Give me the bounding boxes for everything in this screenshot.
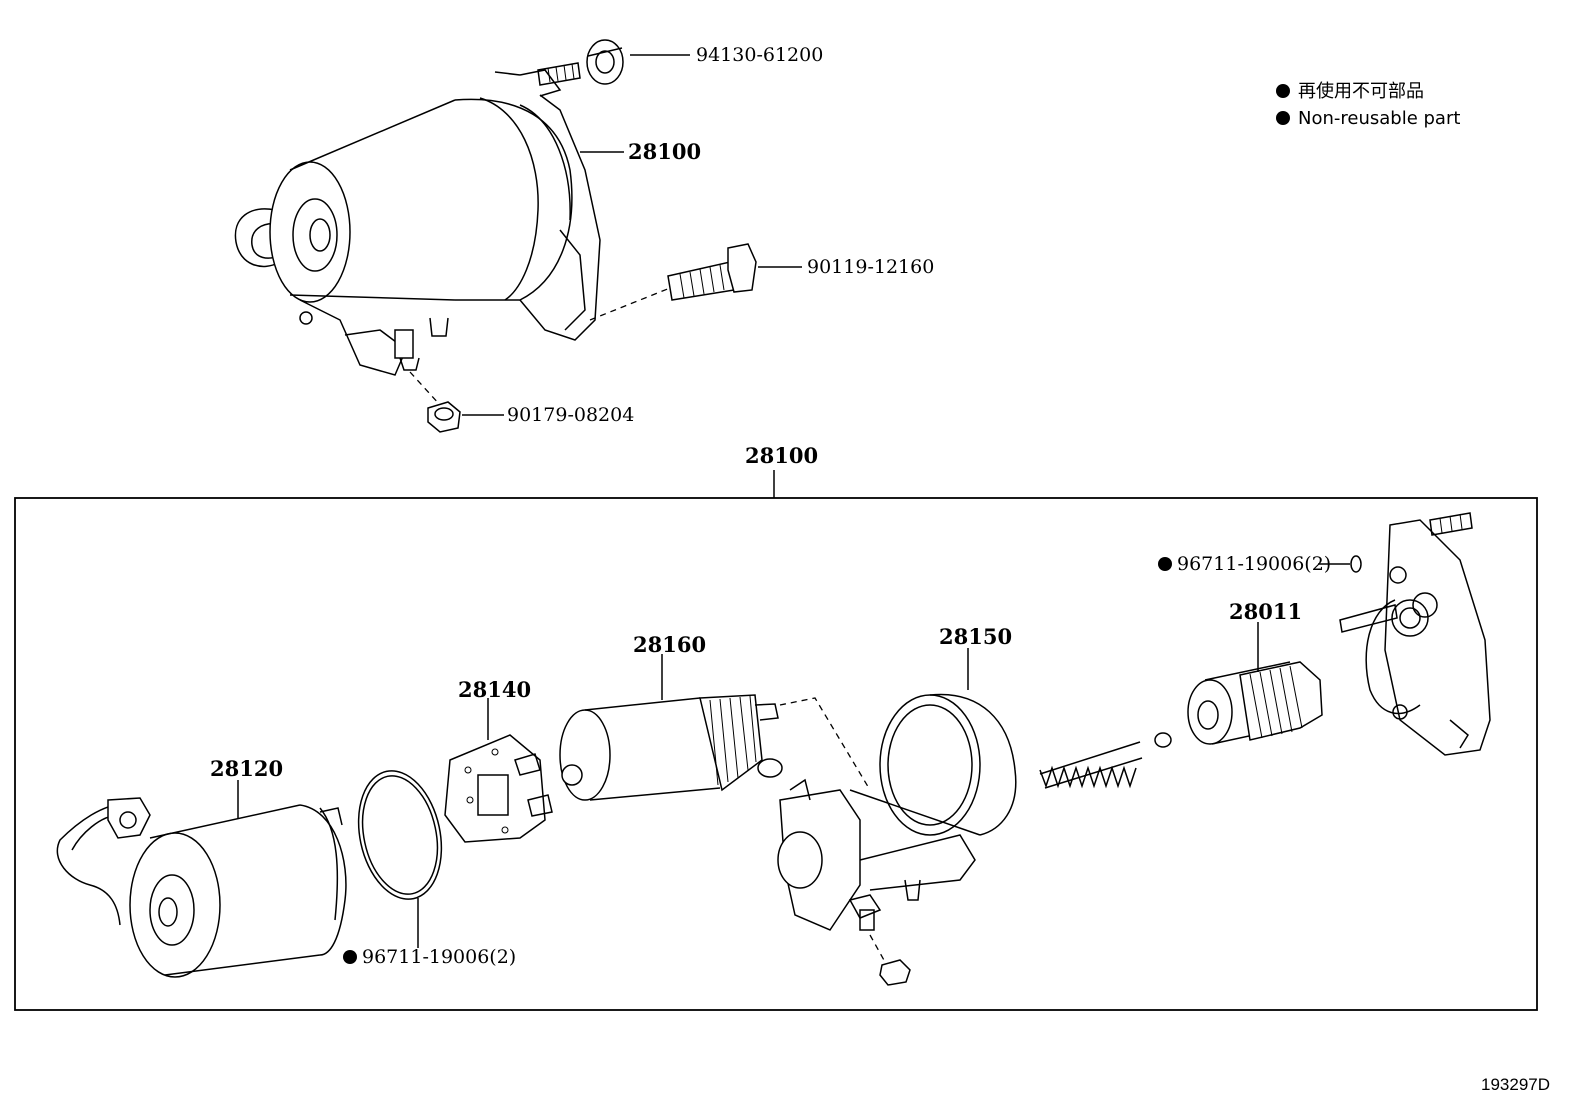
- callout-28160: 28160: [633, 632, 706, 657]
- callout-96711-19006-left: 96711-19006(2): [362, 946, 516, 968]
- clutch-drawing: [1187, 661, 1323, 745]
- group-label-28100: 28100: [745, 443, 818, 468]
- spring-drawing: [1039, 741, 1143, 789]
- non-reusable-bullet-icon: [1158, 557, 1172, 571]
- yoke-drawing: [56, 797, 347, 978]
- exploded-view-frame: [14, 497, 1538, 1011]
- magnet-switch-drawing: [757, 693, 1017, 931]
- armature-drawing: [559, 694, 779, 801]
- terminal-nut-drawing: [427, 401, 461, 433]
- top-callouts: 94130-61200 28100 90119-12160 90179-0820…: [462, 44, 934, 426]
- callout-94130-61200: 94130-61200: [696, 44, 823, 66]
- bolt-drawing: [667, 243, 757, 301]
- legend: 再使用不可部品 Non-reusable part: [1276, 81, 1460, 129]
- o-ring-drawing: [357, 770, 443, 900]
- callout-28150: 28150: [939, 624, 1012, 649]
- legend-jp-text: 再使用不可部品: [1298, 81, 1424, 102]
- nut-drawing: [586, 39, 624, 85]
- non-reusable-bullet-icon: [1276, 111, 1290, 125]
- steel-ball-drawing: [1154, 732, 1172, 748]
- callout-90119-12160: 90119-12160: [807, 256, 934, 278]
- starter-assembly-drawing: [234, 39, 757, 433]
- callout-28011: 28011: [1229, 599, 1302, 624]
- callout-90179-08204: 90179-08204: [507, 404, 634, 426]
- small-o-ring-drawing: [1350, 555, 1362, 573]
- brush-holder-drawing: [444, 734, 553, 843]
- callout-28140: 28140: [458, 677, 531, 702]
- diagram-reference-number: 193297D: [1481, 1075, 1550, 1094]
- callout-28100-top: 28100: [628, 139, 701, 164]
- legend-en-text: Non-reusable part: [1298, 108, 1460, 129]
- non-reusable-bullet-icon: [343, 950, 357, 964]
- drive-housing-drawing: [1339, 512, 1491, 756]
- callout-28120: 28120: [210, 756, 283, 781]
- callout-96711-19006-right: 96711-19006(2): [1177, 553, 1331, 575]
- non-reusable-bullet-icon: [1276, 84, 1290, 98]
